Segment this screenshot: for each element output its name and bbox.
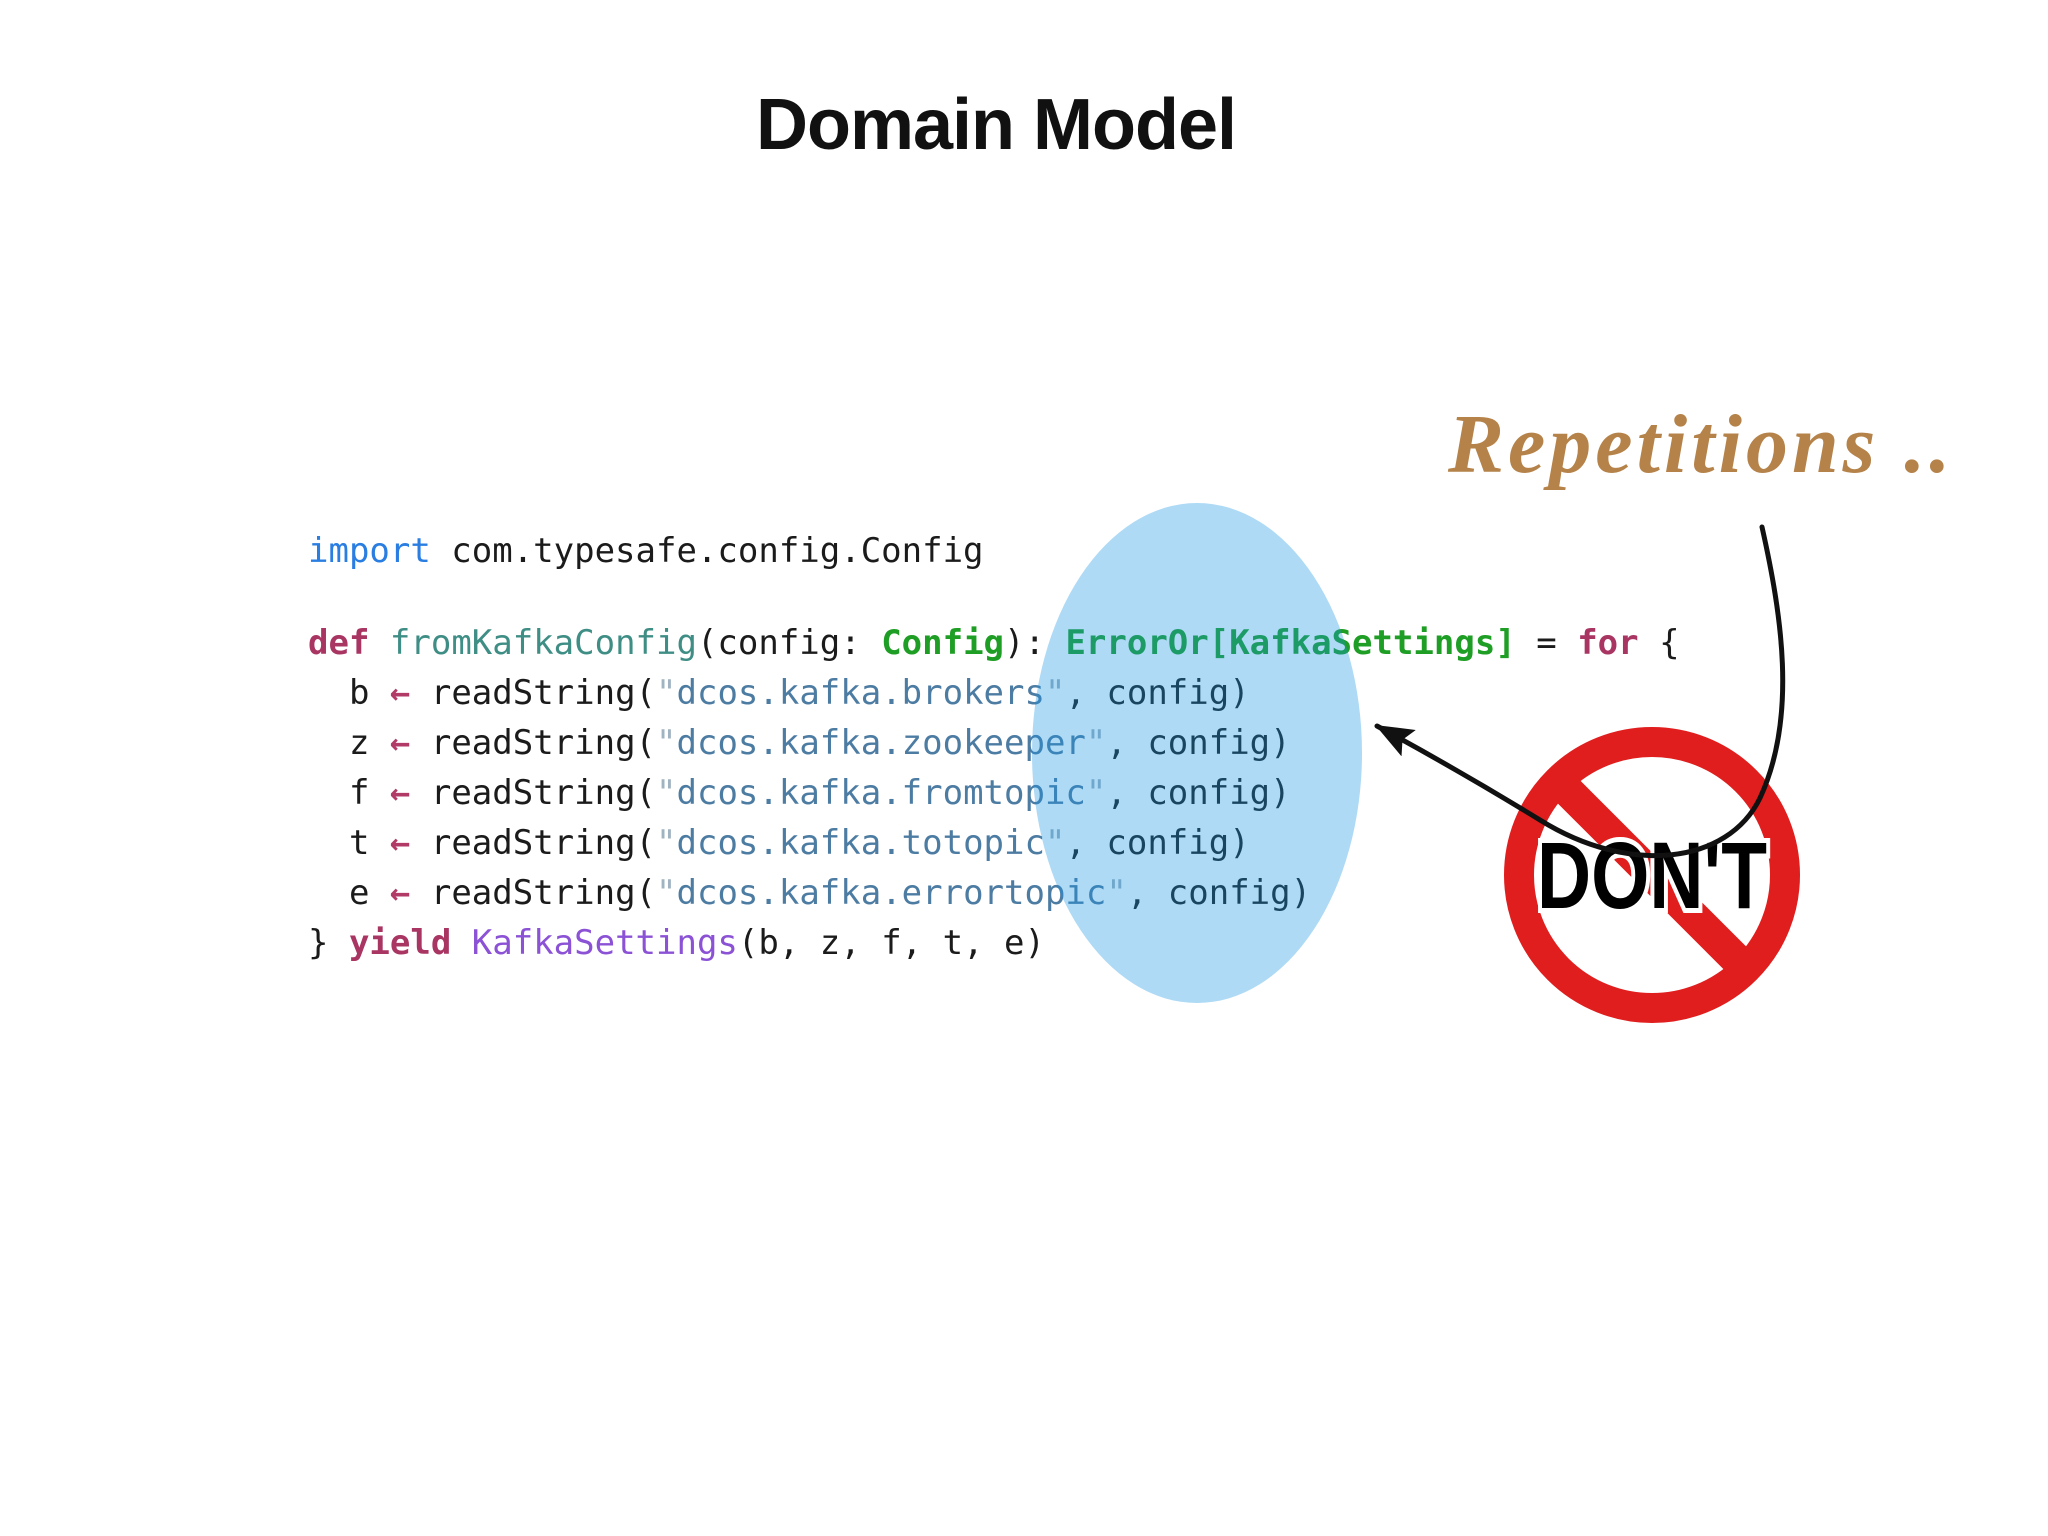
code-token: " — [656, 873, 677, 913]
code-token: ← — [389, 873, 411, 913]
code-token: , config) — [1126, 873, 1312, 913]
code-token: for — [1577, 623, 1639, 663]
code-token: " — [656, 823, 677, 863]
code-token: yield — [348, 923, 452, 963]
code-token: " — [1044, 823, 1066, 863]
code-token: readString( — [410, 773, 657, 813]
code-token: dcos.kafka.totopic — [676, 823, 1045, 863]
code-token: { — [1638, 623, 1680, 663]
code-token: Config — [881, 623, 1005, 663]
code-token: " — [656, 673, 677, 713]
code-token: , config) — [1106, 773, 1291, 813]
code-line: t ← readString("dcos.kafka.totopic", con… — [308, 818, 1680, 868]
code-token: " — [656, 723, 677, 763]
code-token: ← — [389, 673, 411, 713]
code-token: t — [308, 823, 390, 863]
code-token: def — [308, 623, 370, 663]
code-token: dcos.kafka.fromtopic — [676, 773, 1086, 813]
code-token: ← — [389, 773, 411, 813]
code-token: " — [1106, 873, 1127, 913]
code-token: = — [1515, 623, 1578, 663]
code-block: import com.typesafe.config.Config def fro… — [308, 526, 1680, 968]
code-token: readString( — [410, 723, 657, 763]
code-token: com.typesafe.config.Config — [430, 531, 984, 571]
code-token: readString( — [410, 873, 657, 913]
code-line — [308, 576, 1680, 618]
code-token: , config) — [1106, 723, 1291, 763]
code-token: " — [656, 773, 677, 813]
code-token: KafkaSettings — [471, 923, 738, 963]
code-line: def fromKafkaConfig(config: Config): Err… — [308, 618, 1680, 668]
code-token: " — [1085, 723, 1107, 763]
code-token: (b, z, f, t, e) — [737, 923, 1045, 963]
code-token: " — [1044, 673, 1066, 713]
code-token: fromKafkaConfig — [389, 623, 697, 663]
code-token: dcos.kafka.errortopic — [676, 873, 1107, 913]
code-line: f ← readString("dcos.kafka.fromtopic", c… — [308, 768, 1680, 818]
code-line: } yield KafkaSettings(b, z, f, t, e) — [308, 918, 1680, 968]
repetitions-annotation: Repetitions .. — [1448, 398, 1955, 491]
code-token — [369, 623, 389, 663]
code-line: import com.typesafe.config.Config — [308, 526, 1680, 576]
code-token: e — [308, 873, 390, 913]
code-token: import — [308, 531, 431, 571]
code-token: dcos.kafka.brokers — [676, 673, 1045, 713]
code-token: b — [308, 673, 390, 713]
code-token: readString( — [410, 823, 657, 863]
code-line: z ← readString("dcos.kafka.zookeeper", c… — [308, 718, 1680, 768]
slide-title: Domain Model — [755, 85, 1237, 165]
code-token: (config: — [696, 623, 882, 663]
code-token: ): — [1004, 623, 1066, 663]
code-token: , config) — [1065, 673, 1250, 713]
code-token: z — [308, 723, 390, 763]
code-token: f — [308, 773, 390, 813]
code-token: dcos.kafka.zookeeper — [676, 723, 1086, 763]
code-token: ← — [389, 823, 411, 863]
code-line: b ← readString("dcos.kafka.brokers", con… — [308, 668, 1680, 718]
code-token: " — [1085, 773, 1107, 813]
code-token: } — [308, 923, 349, 963]
code-token: ← — [389, 723, 411, 763]
code-token: readString( — [410, 673, 657, 713]
code-line: e ← readString("dcos.kafka.errortopic", … — [308, 868, 1680, 918]
code-token: , config) — [1065, 823, 1250, 863]
code-token — [451, 923, 471, 963]
code-token: ErrorOr[KafkaSettings] — [1065, 623, 1516, 663]
